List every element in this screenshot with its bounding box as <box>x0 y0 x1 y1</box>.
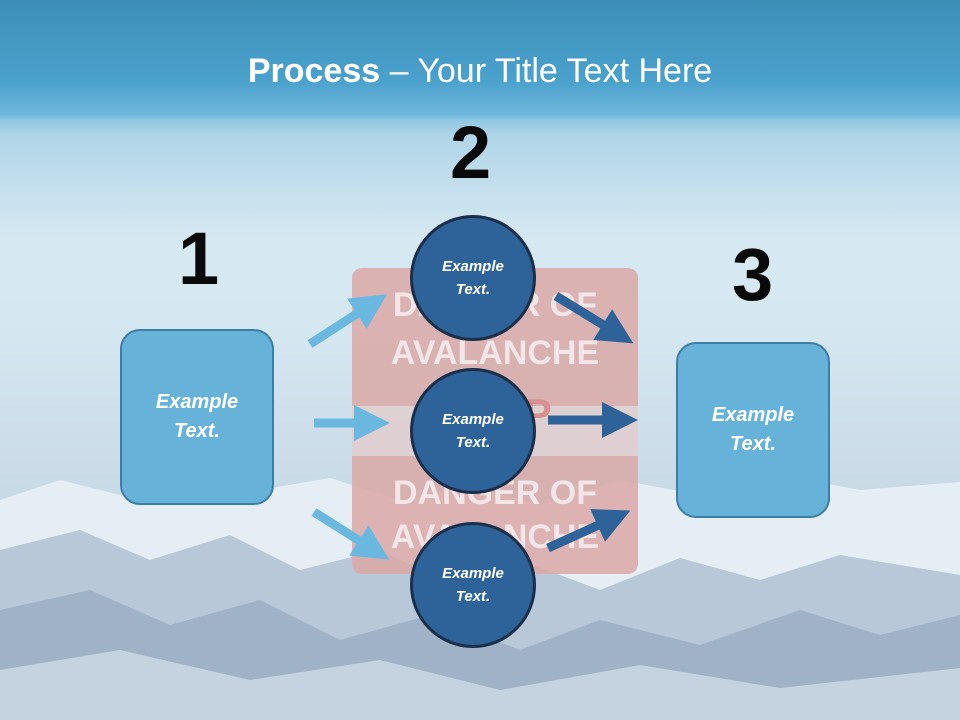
step-2-circle-middle-text: Example Text. <box>442 411 504 451</box>
arrow-to-top-circle <box>307 294 388 348</box>
arrow-to-bottom-circle <box>311 508 390 560</box>
arrow-from-bottom-circle <box>546 509 631 553</box>
step-3-text: Example Text. <box>711 404 795 455</box>
slide-title: Process – Your Title Text Here <box>0 52 960 91</box>
step-number-2: 2 <box>450 111 492 194</box>
step-number-1: 1 <box>178 217 220 300</box>
title-rest: – Your Title Text Here <box>380 52 713 90</box>
title-bold: Process <box>247 52 381 90</box>
step-3-box: Example Text. <box>676 342 830 518</box>
step-1-text: Example Text. <box>155 391 239 442</box>
step-2-circle-middle: Example Text. <box>410 368 536 494</box>
arrow-from-top-circle <box>553 292 634 344</box>
step-number-3: 3 <box>732 233 774 316</box>
step-2-circle-top: Example Text. <box>410 215 536 341</box>
step-2-circle-top-text: Example Text. <box>442 258 504 298</box>
sign-text-2: AVALANCHE <box>391 334 599 372</box>
step-1-box: Example Text. <box>120 329 274 505</box>
header-band <box>0 0 960 135</box>
step-2-circle-bottom: Example Text. <box>410 522 536 648</box>
step-2-circle-bottom-text: Example Text. <box>442 565 504 605</box>
